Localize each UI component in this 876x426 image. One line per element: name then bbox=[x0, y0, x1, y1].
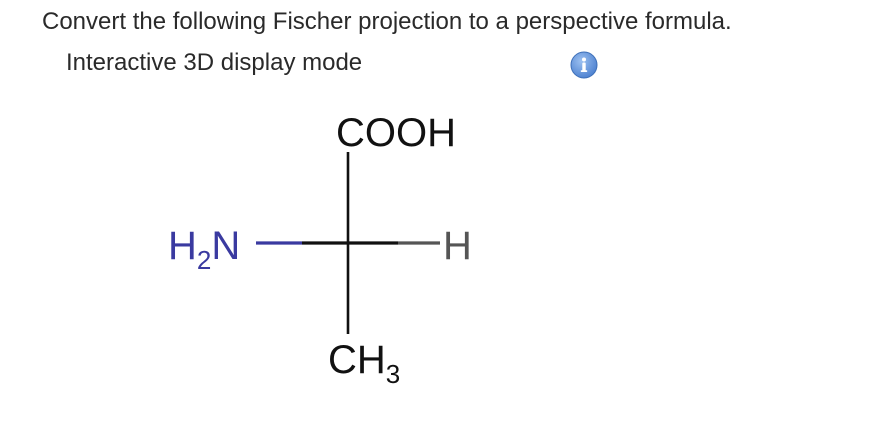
left-group-h: H bbox=[168, 224, 197, 268]
left-group-label: H2N bbox=[168, 224, 240, 275]
info-icon[interactable] bbox=[570, 51, 598, 79]
question-text: Convert the following Fischer projection… bbox=[42, 8, 732, 35]
display-mode-label: Interactive 3D display mode bbox=[66, 49, 363, 76]
bottom-group-ch: CH bbox=[328, 338, 386, 382]
left-group-n: N bbox=[211, 224, 240, 268]
left-group-subscript: 2 bbox=[197, 245, 211, 275]
display-mode-row: Interactive 3D display mode bbox=[66, 49, 606, 79]
bottom-group-label: CH3 bbox=[328, 338, 400, 389]
top-group-label: COOH bbox=[336, 111, 456, 155]
right-group-label: H bbox=[443, 224, 472, 268]
bottom-group-subscript: 3 bbox=[386, 359, 400, 389]
